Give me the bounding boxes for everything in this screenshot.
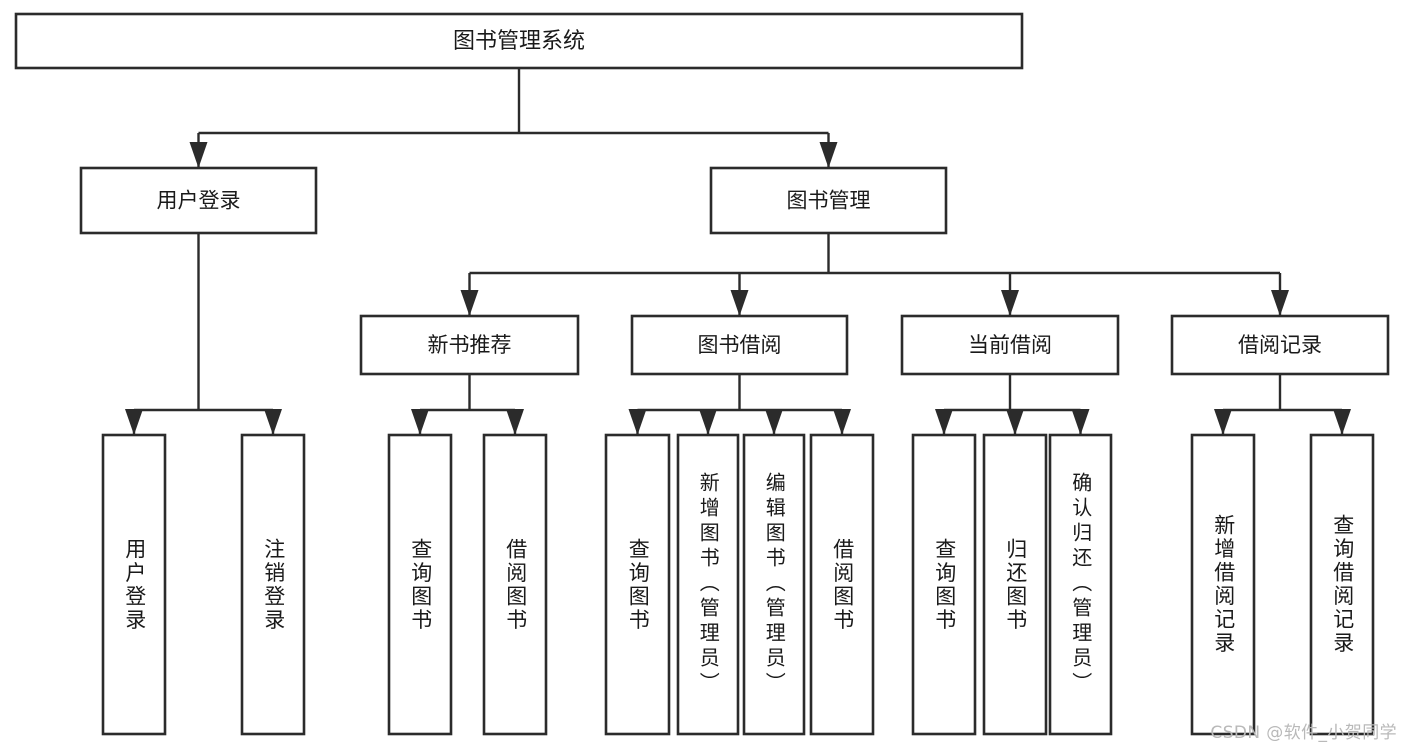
node-box-book-borrow[interactable] [630, 314, 849, 376]
watermark-text: CSDN @软件_小贺同学 [1210, 723, 1397, 743]
edge-arrowhead [460, 290, 479, 316]
edge-arrowhead [935, 409, 953, 435]
edge-arrowhead [765, 409, 783, 435]
edge-arrowhead [506, 409, 524, 435]
edge-arrowhead [125, 409, 143, 435]
node-box-user-login[interactable] [79, 166, 318, 235]
node-box-leaf-borrow-book-recommend[interactable] [482, 433, 548, 736]
node-box-current-borrow[interactable] [900, 314, 1120, 376]
node-box-leaf-edit-book-admin[interactable] [742, 433, 806, 736]
node-box-root[interactable] [14, 12, 1024, 70]
edge-arrowhead [1071, 409, 1090, 435]
node-box-new-book-recommend[interactable] [359, 314, 580, 376]
edge-arrowhead [628, 409, 647, 435]
edge-arrowhead [411, 409, 429, 435]
edge-arrowhead [189, 142, 208, 168]
node-box-leaf-query-book-recommend[interactable] [387, 433, 453, 736]
edge-arrowhead [699, 409, 717, 435]
node-box-leaf-add-borrow-record[interactable] [1190, 433, 1256, 736]
edge-arrowhead [833, 409, 851, 435]
node-label-new-book-recommend: 新书推荐 [428, 333, 512, 357]
node-box-leaf-query-book-borrow[interactable] [604, 433, 671, 736]
node-label-book-borrow: 图书借阅 [698, 333, 782, 357]
edge-arrowhead [819, 142, 838, 168]
node-box-leaf-borrow-book[interactable] [809, 433, 875, 736]
edge-arrowhead [1001, 290, 1019, 316]
node-box-leaf-return-book[interactable] [982, 433, 1048, 736]
node-box-leaf-query-book-current[interactable] [911, 433, 977, 736]
node-box-leaf-logout[interactable] [240, 433, 306, 736]
node-box-leaf-add-book-admin[interactable] [676, 433, 740, 736]
edge-arrowhead [1006, 409, 1024, 435]
node-label-user-login: 用户登录 [157, 189, 241, 213]
edge-arrowhead [1271, 290, 1289, 316]
node-label-borrow-record: 借阅记录 [1238, 333, 1322, 357]
edge-arrowhead [264, 409, 282, 435]
node-label-current-borrow: 当前借阅 [968, 333, 1052, 357]
edge-arrowhead [1333, 409, 1351, 435]
node-box-leaf-confirm-return-admin[interactable] [1048, 433, 1113, 736]
edge-arrowhead [730, 290, 749, 316]
node-box-book-management[interactable] [709, 166, 948, 235]
node-box-leaf-query-borrow-record[interactable] [1309, 433, 1375, 736]
node-label-root: 图书管理系统 [453, 29, 585, 54]
node-box-borrow-record[interactable] [1170, 314, 1390, 376]
boxes-layer [14, 12, 1390, 736]
edges-layer [125, 68, 1351, 435]
node-box-leaf-user-login[interactable] [101, 433, 167, 736]
node-label-book-management: 图书管理 [787, 189, 871, 213]
edge-arrowhead [1214, 409, 1232, 435]
